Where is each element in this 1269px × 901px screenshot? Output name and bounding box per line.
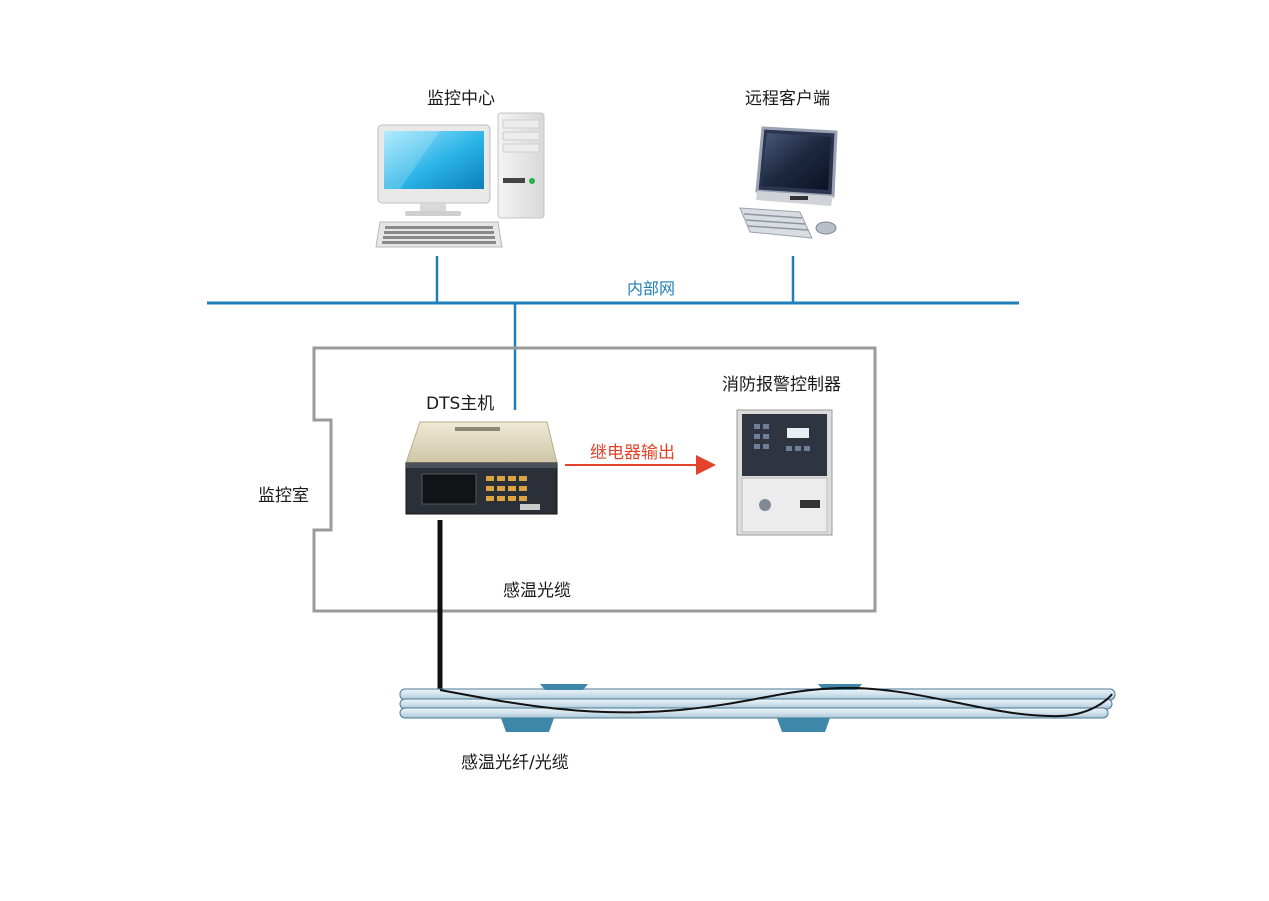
fire-alarm-controller-label: 消防报警控制器 — [722, 375, 841, 395]
sensing-cable-label: 感温光缆 — [503, 581, 571, 601]
dts-host-label: DTS主机 — [426, 394, 495, 414]
relay-output-label: 继电器输出 — [590, 443, 675, 463]
monitor-keyboard-icon — [739, 126, 838, 239]
dts-rack-unit-icon — [405, 421, 558, 515]
cable-pipes-icon — [399, 684, 1116, 732]
internal-network-label: 内部网 — [627, 279, 676, 298]
monitoring-center-label: 监控中心 — [427, 89, 495, 109]
sensing-fiber-cable-label: 感温光纤/光缆 — [461, 753, 569, 773]
sensing-fiber-wave — [439, 686, 1113, 718]
remote-client-label: 远程客户端 — [745, 89, 830, 109]
fire-alarm-panel-icon — [736, 409, 833, 536]
desktop-computer-icon — [375, 112, 545, 248]
monitoring-room-label: 监控室 — [258, 486, 309, 506]
monitoring-room-boundary — [312, 346, 877, 613]
